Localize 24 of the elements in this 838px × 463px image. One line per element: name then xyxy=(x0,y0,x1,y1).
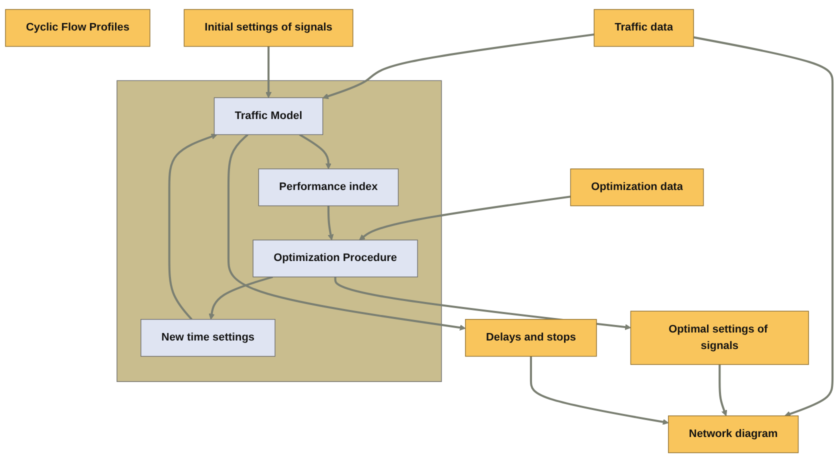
arrow xyxy=(322,34,594,100)
arrow xyxy=(334,277,631,330)
arrow xyxy=(168,134,218,320)
node-box: New time settings xyxy=(140,319,276,358)
node-box: Optimization Procedure xyxy=(252,240,418,278)
arrow xyxy=(208,276,274,320)
arrow xyxy=(266,46,272,98)
arrow xyxy=(359,196,571,241)
arrow xyxy=(718,364,728,416)
cluster xyxy=(116,80,442,382)
node-box: Network diagram xyxy=(668,416,799,454)
node-box: Delays and stops xyxy=(465,319,597,358)
arrow xyxy=(693,36,834,418)
arrow xyxy=(299,134,332,170)
node-box: Traffic data xyxy=(594,10,694,48)
node-box: Initial settings of signals xyxy=(184,10,354,48)
arrow xyxy=(227,134,466,331)
node-box: Optimization data xyxy=(570,168,704,207)
arrow xyxy=(530,356,669,426)
node-box: Traffic Model xyxy=(214,98,324,136)
node-box: Performance index xyxy=(258,168,399,207)
arrow xyxy=(327,206,334,241)
node-box: Optimal settings of signals xyxy=(630,311,809,366)
node-box: Cyclic Flow Profiles xyxy=(5,10,150,48)
